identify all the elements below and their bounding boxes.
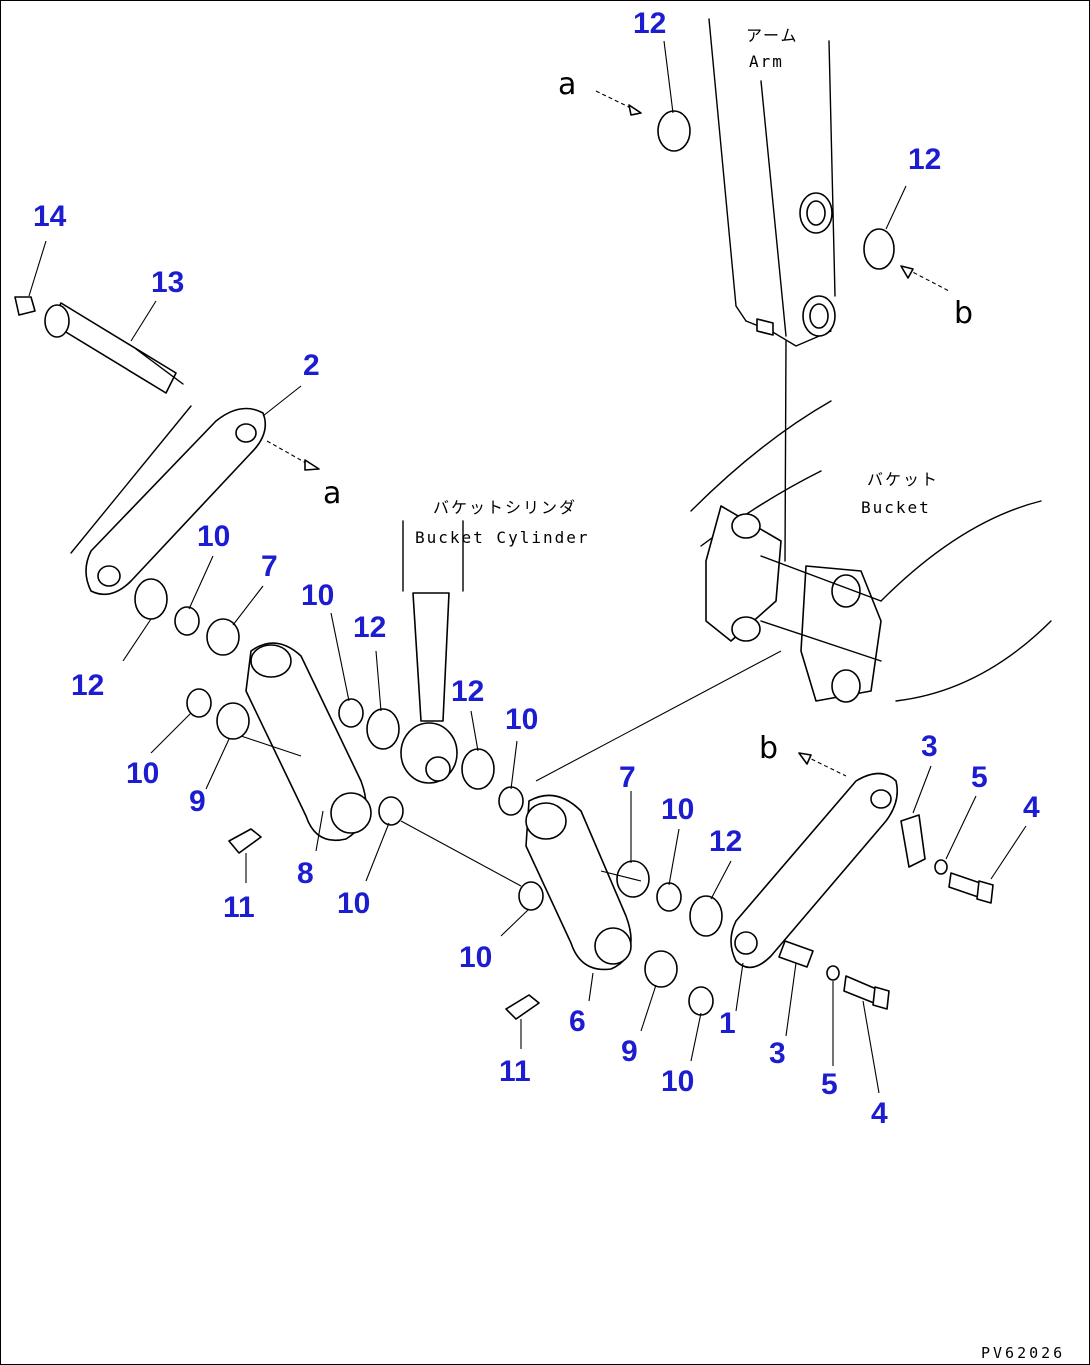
pin-13: [44, 302, 184, 394]
callout-12: 12: [353, 611, 386, 644]
callout-3: 3: [921, 730, 938, 763]
callout-12: 12: [633, 7, 666, 40]
reference-a-top: a: [558, 67, 576, 102]
callout-14: 14: [33, 200, 67, 233]
diagram-code: PV62026: [981, 1344, 1065, 1362]
callout-11: 11: [499, 1055, 531, 1088]
callout-10: 10: [337, 887, 370, 920]
grease-fitting-14: [14, 296, 36, 316]
link-6: [525, 794, 632, 971]
bucket-label: Bucket: [861, 498, 931, 517]
callout-10: 10: [661, 793, 694, 826]
reference-arrows: [266, 90, 950, 777]
callout-3: 3: [769, 1037, 786, 1070]
arm: [708, 18, 836, 562]
bucket-cylinder-label: Bucket Cylinder: [415, 528, 590, 547]
callout-5: 5: [971, 761, 988, 794]
bucket: [690, 400, 1052, 703]
arm-label: Arm: [749, 52, 784, 71]
callout-12: 12: [709, 825, 742, 858]
bucket-cylinder: [400, 520, 464, 784]
callout-7: 7: [619, 761, 636, 794]
callout-12: 12: [71, 669, 104, 702]
callout-12: 12: [451, 675, 484, 708]
callout-8: 8: [297, 857, 314, 890]
callout-10: 10: [459, 941, 492, 974]
reference-b-link: b: [759, 731, 778, 766]
callout-10: 10: [301, 579, 334, 612]
arm-label-jp: アーム: [746, 26, 799, 45]
callout-6: 6: [569, 1005, 586, 1038]
bucket-cylinder-label-jp: バケットシリンダ: [433, 498, 577, 517]
callout-9: 9: [621, 1035, 638, 1068]
bolt-assembly: [778, 814, 994, 1010]
reference-b-arm: b: [954, 296, 973, 331]
link-2: [70, 405, 267, 596]
grease-fittings-11: [228, 828, 540, 1020]
callout-10: 10: [197, 520, 230, 553]
callout-4: 4: [871, 1097, 888, 1130]
callout-13: 13: [151, 266, 184, 299]
callout-10: 10: [126, 757, 159, 790]
callout-12: 12: [908, 143, 941, 176]
shims-and-seals: [134, 110, 895, 1016]
leader-lines: [28, 40, 1027, 1094]
callout-2: 2: [303, 349, 320, 382]
callout-10: 10: [505, 703, 538, 736]
callout-1: 1: [719, 1007, 736, 1040]
callout-9: 9: [189, 785, 206, 818]
callout-5: 5: [821, 1068, 838, 1101]
callout-11: 11: [223, 891, 255, 924]
link-1: [730, 772, 899, 969]
reference-a-link: a: [323, 476, 341, 511]
link-8: [245, 642, 372, 841]
callout-7: 7: [261, 550, 278, 583]
alignment-lines: [240, 650, 782, 887]
callout-10: 10: [661, 1065, 694, 1098]
bucket-label-jp: バケット: [867, 470, 939, 489]
callout-4: 4: [1023, 791, 1040, 824]
